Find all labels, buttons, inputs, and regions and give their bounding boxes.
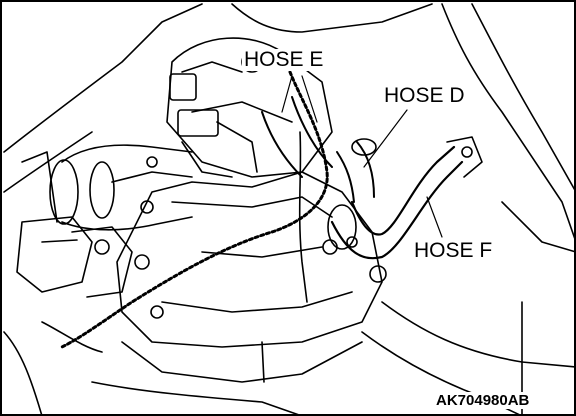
sensor-connectors [169, 73, 258, 178]
intake-housing [116, 171, 383, 383]
label-hose-d: HOSE D [382, 84, 467, 107]
left-bracket [16, 151, 154, 298]
label-hose-e: HOSE E [242, 48, 326, 71]
hose-f [327, 136, 483, 283]
hose-d [336, 138, 377, 203]
hose-e [261, 96, 333, 178]
air-intake-pipe [49, 144, 193, 231]
label-hose-f: HOSE F [412, 239, 495, 262]
wiring-harness [41, 70, 329, 353]
background-structure [3, 3, 574, 414]
figure-code: AK704980AB [434, 392, 532, 409]
leader-lines [281, 75, 443, 238]
fasteners [146, 156, 338, 319]
